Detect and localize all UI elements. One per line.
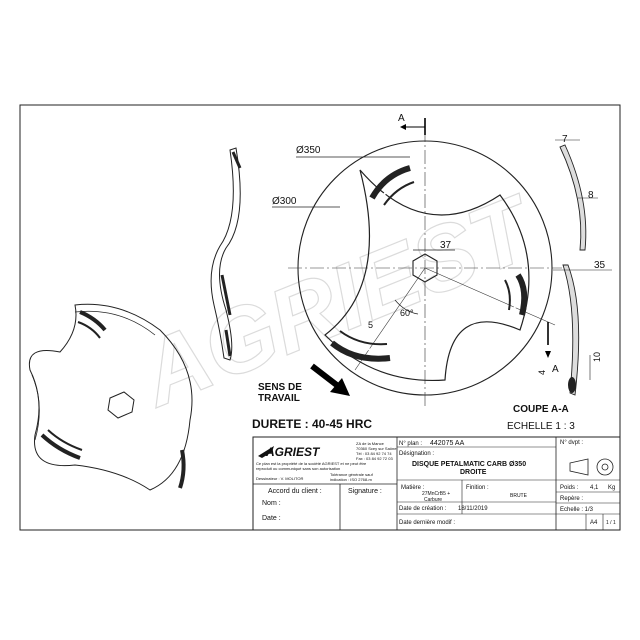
weight-value: 4,1: [590, 485, 599, 491]
address-line-3: Tél : 03 84 92 74 74: [356, 451, 392, 456]
dim-35: 35: [594, 260, 606, 271]
address-line-4: Fax : 03 84 92 72 03: [356, 456, 393, 461]
dim-5: 5: [368, 320, 373, 330]
design-line-1: DISQUE PETALMATIC CARB Ø350: [412, 461, 526, 468]
dim-4: 4: [537, 370, 547, 375]
material-line-1: 27MnCrB5 +: [422, 491, 450, 497]
section-insert: [568, 377, 576, 393]
design-line-2: DROITE: [460, 469, 487, 476]
dim-d350: Ø350: [296, 145, 321, 156]
dim-10: 10: [592, 352, 602, 362]
tolerance-line-1: Tolérance générale sauf: [330, 472, 374, 477]
dim-37: 37: [440, 240, 452, 251]
iso-disc-thickness: [31, 310, 156, 441]
carbide-insert-top: [369, 165, 415, 206]
petal-outline: [324, 169, 530, 382]
modified-label: Date dernière modif :: [399, 520, 455, 526]
created-value: 18/11/2019: [458, 506, 488, 512]
signature-label: Signature :: [348, 488, 382, 495]
side-insert-lower: [224, 329, 232, 357]
dvpt-label: N° dvpt :: [560, 440, 583, 446]
projection-symbol-icon: [569, 458, 614, 476]
side-profile: [210, 147, 241, 361]
format: A4: [590, 520, 598, 526]
repere-label: Repère :: [560, 496, 583, 502]
finish-value: BRUTE: [510, 493, 528, 499]
dim-d300: Ø300: [272, 196, 297, 207]
plan-no-value: 442075 AA: [430, 440, 465, 447]
design-label: Désignation :: [399, 451, 434, 457]
draftsman: Dessinateur : V. MOLITOR: [256, 476, 303, 481]
dim-7: 7: [562, 134, 568, 145]
side-insert-upper: [231, 151, 242, 169]
isometric-view: [28, 303, 193, 491]
direction-arrow-icon: [310, 363, 350, 396]
front-view: Ø350 Ø300 37 5 60° A A: [272, 113, 562, 408]
sheet: 1 / 1: [606, 520, 616, 526]
weight-label: Poids :: [560, 485, 579, 491]
dim-60: 60°: [400, 308, 414, 318]
iso-insert-top: [77, 310, 107, 339]
section-mark-bottom: A: [552, 364, 559, 375]
material-label: Matière :: [401, 485, 425, 491]
carbide-insert-bottom: [330, 330, 391, 362]
direction-label-line2: TRAVAIL: [258, 393, 300, 404]
iso-disc-outline: [28, 303, 193, 491]
section-profile: [559, 144, 587, 251]
hardness-label: DURETE : 40-45 HRC: [252, 417, 372, 431]
center-line-diag1: [354, 267, 426, 371]
dim-60-arc: [394, 299, 419, 315]
direction-label-line1: SENS DE: [258, 382, 302, 393]
date-label: Date :: [262, 515, 281, 522]
iso-hex-hole: [107, 391, 135, 419]
scale-label: Echelle : 1/3: [560, 507, 594, 513]
name-label: Nom :: [262, 500, 281, 507]
section-mark-top: A: [398, 113, 405, 124]
center-line-diag2: [424, 267, 556, 326]
finish-label: Finition :: [466, 485, 489, 491]
address-line-1: ZA de la Mance: [356, 441, 385, 446]
iso-insert-left: [40, 429, 83, 460]
carbide-insert-right: [504, 273, 528, 316]
title-block: AGRIEST ZA de la Mance 70360 Scey sur Sa…: [252, 436, 621, 531]
section-scale: ECHELLE 1 : 3: [507, 421, 575, 432]
dim-8: 8: [588, 190, 594, 201]
section-arrowhead-top: [400, 124, 406, 130]
section-profile-lower: [562, 264, 580, 396]
notice-line-1: Ce plan est la propriété de la société A…: [256, 461, 367, 466]
agriest-logo: AGRIEST: [258, 445, 321, 459]
material-line-2: Carbure: [424, 497, 442, 503]
section-arrowhead-bottom: [545, 351, 551, 358]
side-view: [210, 147, 242, 361]
client-approval-label: Accord du client :: [268, 488, 322, 495]
section-title: COUPE A-A: [513, 404, 569, 415]
section-view: 7 8 35 10 4 COUPE A-A ECHELLE 1 : 3: [507, 134, 612, 432]
company-logo-text: AGRIEST: [265, 445, 321, 459]
address-line-2: 70360 Scey sur Saône: [356, 446, 397, 451]
tolerance-line-2: indication : ISO 2768-m: [330, 477, 372, 482]
plan-no-label: N° plan :: [399, 441, 422, 447]
notice-line-2: reproduit ou communiqué sans son autoris…: [256, 466, 340, 471]
side-insert-middle: [220, 274, 232, 316]
weight-unit: Kg: [608, 485, 615, 491]
hex-hole: [412, 253, 438, 283]
created-label: Date de création :: [399, 506, 447, 512]
iso-insert-right: [178, 449, 186, 489]
